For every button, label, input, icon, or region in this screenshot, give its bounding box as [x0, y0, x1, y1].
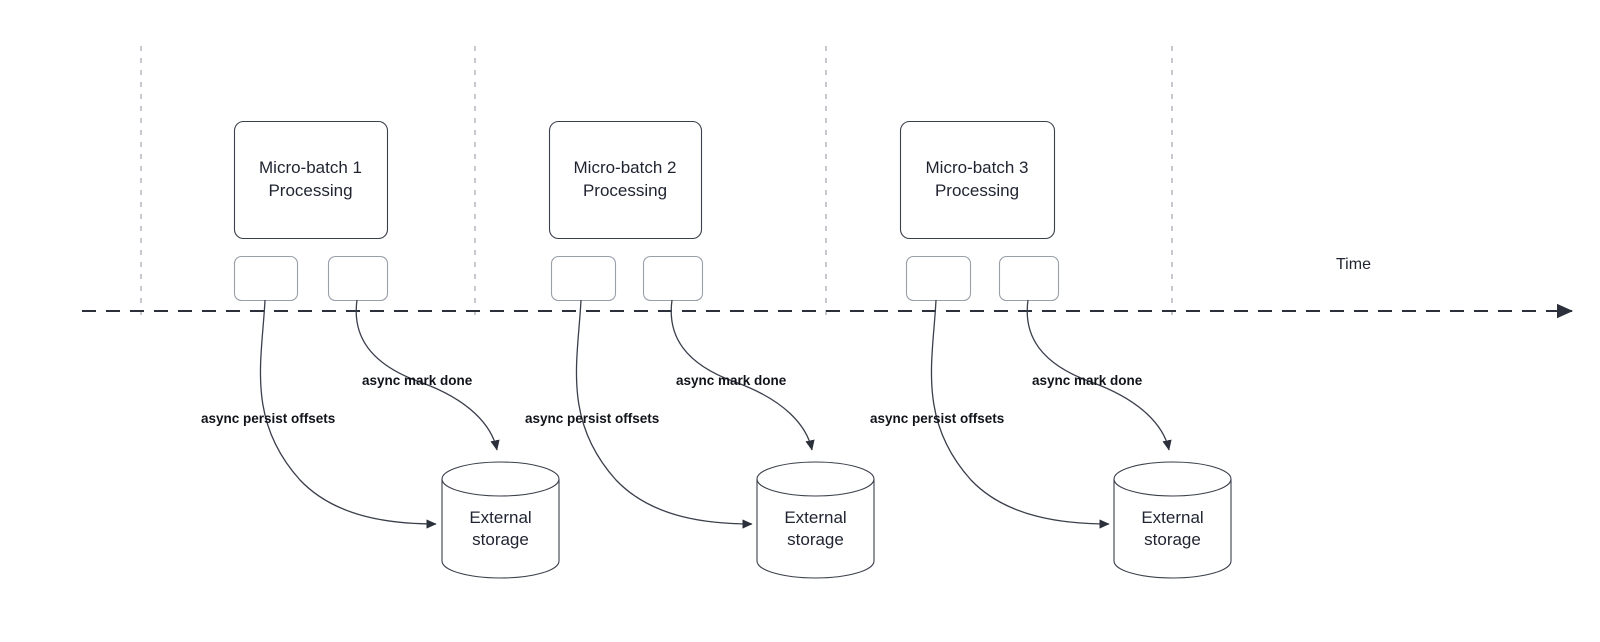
edge-async-persist-offsets-2: [575, 299, 753, 529]
task-box-mark-2[interactable]: [642, 255, 704, 302]
edge-async-mark-done-2-label: async mark done: [676, 373, 787, 388]
external-storage-label-2: External storage: [784, 507, 847, 549]
edge-async-persist-offsets-3: [930, 299, 1110, 529]
external-storage-top-3: [1113, 461, 1232, 497]
external-storage-body-2: [756, 479, 875, 579]
external-storage-top-1: [441, 461, 560, 497]
micro-batch-label-2: Micro-batch 2 Processing: [573, 158, 677, 200]
edge-async-mark-done-1-label: async mark done: [362, 373, 473, 388]
task-box-mark-3[interactable]: [998, 255, 1060, 302]
edge-async-mark-done-1: [355, 299, 500, 451]
external-storage-label-1: External storage: [469, 507, 532, 549]
external-storage-label-3: External storage: [1141, 507, 1204, 549]
micro-batch-box-2[interactable]: [548, 120, 703, 240]
edge-async-mark-done-3: [1026, 299, 1172, 451]
edge-async-persist-offsets-1: [259, 299, 437, 529]
edge-async-persist-offsets-3-label: async persist offsets: [870, 411, 1005, 426]
micro-batch-box-3[interactable]: [899, 120, 1056, 240]
micro-batch-label-1: Micro-batch 1 Processing: [259, 158, 362, 200]
external-storage-body-1: [441, 479, 560, 579]
task-box-persist-2[interactable]: [550, 255, 617, 302]
edge-async-persist-offsets-1-label: async persist offsets: [201, 411, 336, 426]
task-box-persist-3[interactable]: [905, 255, 972, 302]
edge-async-persist-offsets-2-label: async persist offsets: [525, 411, 660, 426]
edge-async-mark-done-3-label: async mark done: [1032, 373, 1143, 388]
task-box-mark-1[interactable]: [327, 255, 389, 302]
external-storage-top-2: [756, 461, 875, 497]
task-box-persist-1[interactable]: [233, 255, 299, 302]
timeline-label: Time: [1336, 256, 1371, 273]
external-storage-body-3: [1113, 479, 1232, 579]
micro-batch-box-1[interactable]: [233, 120, 389, 240]
micro-batch-label-3: Micro-batch 3 Processing: [925, 158, 1029, 200]
edge-async-mark-done-2: [670, 299, 815, 451]
